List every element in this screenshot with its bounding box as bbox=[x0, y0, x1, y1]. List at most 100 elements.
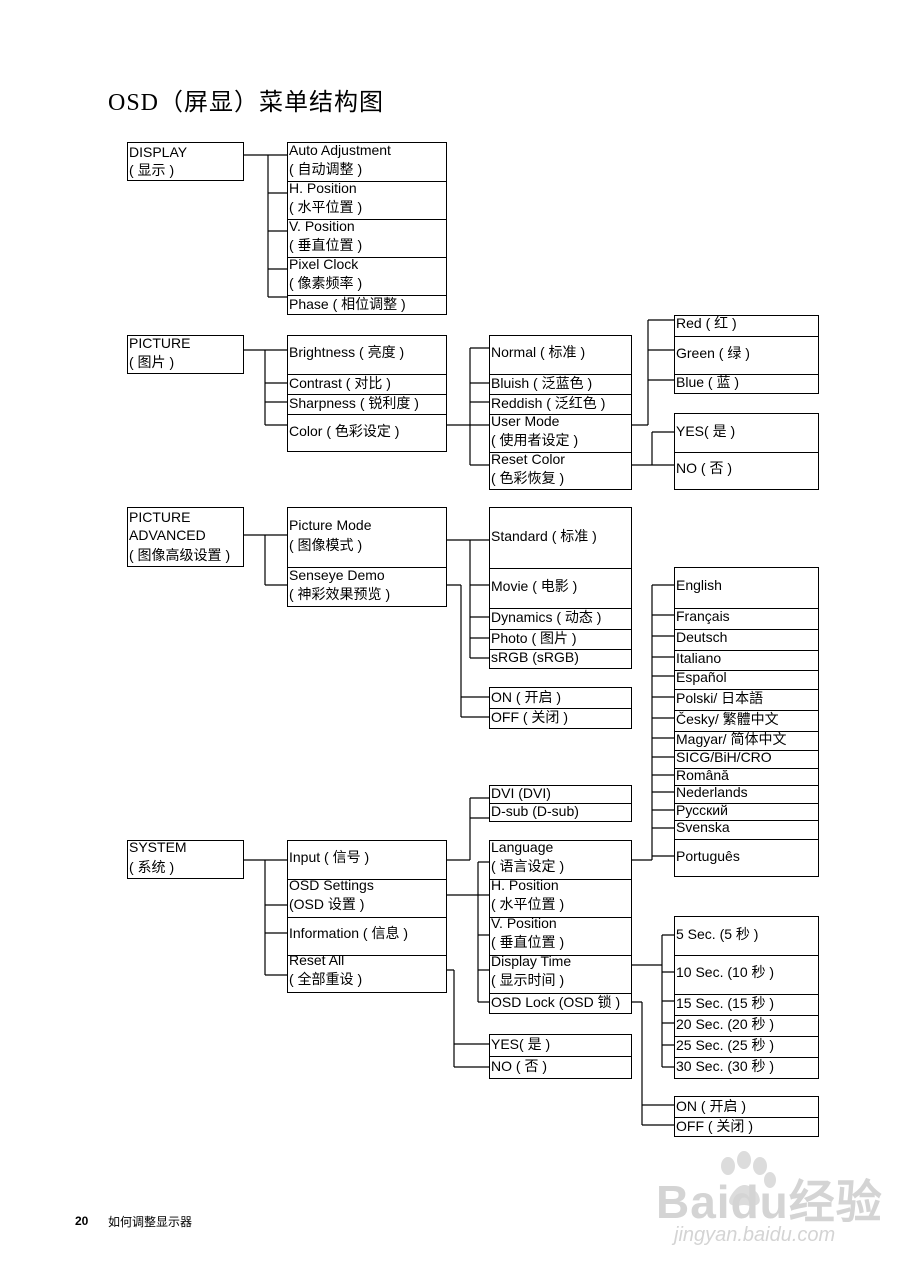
item-label: ON ( 开启 ) bbox=[676, 1098, 746, 1114]
list-item[interactable]: V. Position ( 垂直位置 ) bbox=[288, 218, 446, 258]
list-item[interactable]: Português bbox=[675, 839, 818, 876]
menu-system[interactable]: SYSTEM ( 系统 ) bbox=[127, 839, 244, 879]
list-item[interactable]: Reset All ( 全部重设 ) bbox=[288, 952, 446, 992]
list-item[interactable]: Magyar/ 简体中文 bbox=[675, 731, 818, 751]
item-label-cn: ( 像素频率 ) bbox=[289, 275, 363, 291]
item-label: Svenska bbox=[676, 819, 730, 835]
list-item[interactable]: 5 Sec. (5 秒 ) bbox=[675, 917, 818, 956]
list-item[interactable]: Sharpness ( 锐利度 ) bbox=[288, 394, 446, 415]
item-label: Color ( 色彩设定 ) bbox=[289, 423, 400, 439]
list-item[interactable]: Picture Mode ( 图像模式 ) bbox=[288, 508, 446, 568]
list-item[interactable]: 10 Sec. (10 秒 ) bbox=[675, 955, 818, 995]
list-item[interactable]: DVI (DVI) bbox=[490, 785, 631, 804]
picture-submenu: Brightness ( 亮度 ) Contrast ( 对比 ) Sharpn… bbox=[287, 335, 447, 452]
item-label: YES( 是 ) bbox=[491, 1036, 551, 1052]
list-item[interactable]: Español bbox=[675, 669, 818, 690]
list-item[interactable]: NO ( 否 ) bbox=[675, 452, 818, 489]
list-item[interactable]: ON ( 开启 ) bbox=[675, 1097, 818, 1118]
list-item[interactable]: Dynamics ( 动态 ) bbox=[490, 608, 631, 630]
menu-picture[interactable]: PICTURE ( 图片 ) bbox=[127, 335, 244, 374]
list-item[interactable]: Movie ( 电影 ) bbox=[490, 568, 631, 609]
list-item[interactable]: Language ( 语言设定 ) bbox=[490, 839, 631, 880]
list-item[interactable]: Information ( 信息 ) bbox=[288, 917, 446, 956]
list-item[interactable]: Česky/ 繁體中文 bbox=[675, 710, 818, 732]
list-item[interactable]: 15 Sec. (15 秒 ) bbox=[675, 994, 818, 1016]
item-label: V. Position bbox=[491, 915, 557, 931]
list-item[interactable]: YES( 是 ) bbox=[675, 414, 818, 453]
list-item[interactable]: User Mode ( 使用者设定 ) bbox=[490, 413, 631, 453]
list-item[interactable]: Normal ( 标准 ) bbox=[490, 336, 631, 375]
menu-label: DISPLAY bbox=[129, 144, 188, 160]
list-item[interactable]: 30 Sec. (30 秒 ) bbox=[675, 1057, 818, 1078]
item-label: SICG/BiH/CRO bbox=[676, 749, 772, 765]
item-label: Česky/ 繁體中文 bbox=[676, 711, 779, 727]
list-item[interactable]: Brightness ( 亮度 ) bbox=[288, 336, 446, 375]
list-item[interactable]: Display Time ( 显示时间 ) bbox=[490, 953, 631, 994]
item-label: Green ( 绿 ) bbox=[676, 345, 750, 361]
item-label: Bluish ( 泛蓝色 ) bbox=[491, 375, 593, 391]
item-label: Español bbox=[676, 669, 727, 685]
list-item[interactable]: OFF ( 关闭 ) bbox=[490, 708, 631, 728]
item-label-cn: ( 色彩恢复 ) bbox=[491, 470, 565, 486]
item-label-cn: (OSD 设置 ) bbox=[289, 896, 365, 912]
list-item[interactable]: 20 Sec. (20 秒 ) bbox=[675, 1015, 818, 1037]
item-label: Blue ( 蓝 ) bbox=[676, 374, 740, 390]
item-label: Auto Adjustment bbox=[289, 142, 391, 158]
list-item[interactable]: Photo ( 图片 ) bbox=[490, 629, 631, 650]
item-label: Normal ( 标准 ) bbox=[491, 344, 586, 360]
list-item[interactable]: Italiano bbox=[675, 650, 818, 671]
list-item[interactable]: Română bbox=[675, 767, 818, 786]
menu-label: PICTURE bbox=[129, 509, 191, 525]
list-item[interactable]: YES( 是 ) bbox=[490, 1035, 631, 1057]
item-label: Русский bbox=[676, 802, 728, 818]
list-item[interactable]: OFF ( 关闭 ) bbox=[675, 1117, 818, 1136]
item-label: D-sub (D-sub) bbox=[491, 803, 579, 819]
list-item[interactable]: Phase ( 相位调整 ) bbox=[288, 295, 446, 314]
list-item[interactable]: 25 Sec. (25 秒 ) bbox=[675, 1036, 818, 1058]
item-label: Polski/ 日本語 bbox=[676, 690, 764, 706]
list-item[interactable]: Contrast ( 对比 ) bbox=[288, 374, 446, 395]
list-item[interactable]: Reset Color ( 色彩恢复 ) bbox=[490, 451, 631, 489]
list-item[interactable]: OSD Lock (OSD 锁 ) bbox=[490, 993, 631, 1013]
list-item[interactable]: sRGB (sRGB) bbox=[490, 649, 631, 668]
menu-label: SYSTEM bbox=[129, 839, 187, 855]
list-item[interactable]: Red ( 红 ) bbox=[675, 315, 818, 337]
senseye-demo-submenu: ON ( 开启 ) OFF ( 关闭 ) bbox=[489, 687, 632, 729]
list-item[interactable]: Senseye Demo ( 神彩效果预览 ) bbox=[288, 567, 446, 606]
list-item[interactable]: Standard ( 标准 ) bbox=[490, 508, 631, 569]
list-item[interactable]: Green ( 绿 ) bbox=[675, 336, 818, 375]
item-label: Senseye Demo bbox=[289, 567, 385, 583]
list-item[interactable]: Русский bbox=[675, 802, 818, 821]
list-item[interactable]: D-sub (D-sub) bbox=[490, 803, 631, 821]
list-item[interactable]: Nederlands bbox=[675, 784, 818, 804]
list-item[interactable]: Pixel Clock ( 像素频率 ) bbox=[288, 256, 446, 296]
menu-label: PICTURE bbox=[129, 335, 191, 351]
list-item[interactable]: V. Position ( 垂直位置 ) bbox=[490, 915, 631, 956]
list-item[interactable]: Svenska bbox=[675, 819, 818, 840]
list-item[interactable]: English bbox=[675, 568, 818, 609]
list-item[interactable]: Blue ( 蓝 ) bbox=[675, 374, 818, 393]
item-label: Sharpness ( 锐利度 ) bbox=[289, 395, 419, 411]
list-item[interactable]: Reddish ( 泛红色 ) bbox=[490, 394, 631, 415]
list-item[interactable]: SICG/BiH/CRO bbox=[675, 749, 818, 769]
item-label: YES( 是 ) bbox=[676, 423, 736, 439]
list-item[interactable]: Deutsch bbox=[675, 629, 818, 651]
list-item[interactable]: ON ( 开启 ) bbox=[490, 688, 631, 709]
list-item[interactable]: Polski/ 日本語 bbox=[675, 689, 818, 711]
list-item[interactable]: Color ( 色彩设定 ) bbox=[288, 414, 446, 451]
item-label-cn: ( 图像模式 ) bbox=[289, 537, 363, 553]
list-item[interactable]: Français bbox=[675, 608, 818, 630]
menu-picture-advanced[interactable]: PICTURE ADVANCED ( 图像高级设置 ) bbox=[127, 507, 244, 567]
list-item[interactable]: NO ( 否 ) bbox=[490, 1056, 631, 1078]
item-label-cn: ( 全部重设 ) bbox=[289, 971, 363, 987]
list-item[interactable]: OSD Settings (OSD 设置 ) bbox=[288, 877, 446, 918]
item-label: Photo ( 图片 ) bbox=[491, 630, 577, 646]
item-label: DVI (DVI) bbox=[491, 785, 551, 801]
list-item[interactable]: Bluish ( 泛蓝色 ) bbox=[490, 374, 631, 395]
list-item[interactable]: Input ( 信号 ) bbox=[288, 841, 446, 880]
menu-display[interactable]: DISPLAY ( 显示 ) bbox=[127, 142, 244, 181]
list-item[interactable]: Auto Adjustment ( 自动调整 ) bbox=[288, 142, 446, 182]
system-submenu: Input ( 信号 ) OSD Settings (OSD 设置 ) Info… bbox=[287, 840, 447, 993]
list-item[interactable]: H. Position ( 水平位置 ) bbox=[490, 877, 631, 918]
list-item[interactable]: H. Position ( 水平位置 ) bbox=[288, 180, 446, 220]
